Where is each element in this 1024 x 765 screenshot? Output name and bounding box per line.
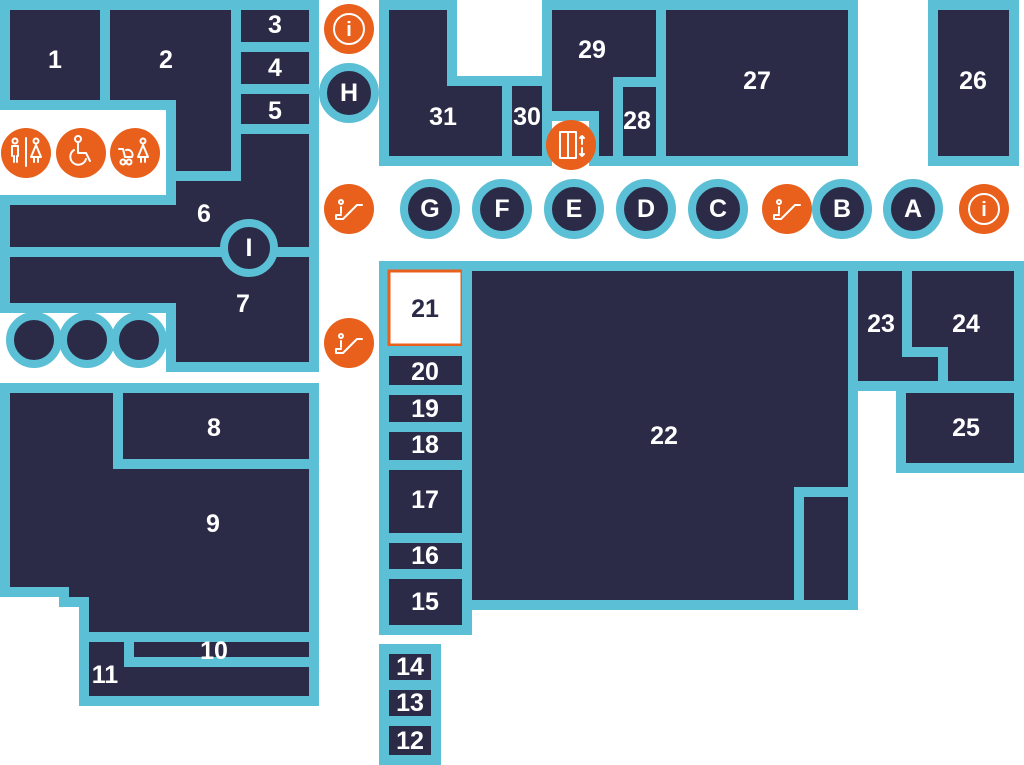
escalator-icon[interactable] xyxy=(324,184,374,234)
svg-text:28: 28 xyxy=(623,107,651,135)
svg-text:7: 7 xyxy=(236,290,250,318)
room-16[interactable]: 16 xyxy=(379,533,472,579)
room-17[interactable]: 17 xyxy=(379,460,472,543)
gate-F[interactable]: F xyxy=(472,179,532,239)
unnamed-round-units xyxy=(6,312,167,368)
room-7[interactable]: 7 xyxy=(0,247,319,372)
svg-text:F: F xyxy=(494,195,509,223)
escalator-icon[interactable] xyxy=(324,318,374,368)
svg-text:H: H xyxy=(340,79,358,107)
info-icon[interactable]: i xyxy=(324,4,374,54)
room-1[interactable]: 1 xyxy=(0,0,110,110)
info-icon[interactable]: i xyxy=(959,184,1009,234)
svg-text:16: 16 xyxy=(411,542,439,570)
gate-B[interactable]: B xyxy=(812,179,872,239)
svg-text:5: 5 xyxy=(268,97,282,125)
room-6[interactable]: 6 xyxy=(0,124,319,257)
svg-text:22: 22 xyxy=(650,422,678,450)
svg-text:17: 17 xyxy=(411,486,439,514)
room-21-selected[interactable]: 21 xyxy=(379,261,472,356)
svg-text:27: 27 xyxy=(743,67,771,95)
room-10[interactable]: 10 xyxy=(124,632,319,667)
elevator-icon[interactable] xyxy=(546,120,596,170)
svg-text:23: 23 xyxy=(867,310,895,338)
room-22-annex[interactable] xyxy=(794,487,858,610)
svg-text:10: 10 xyxy=(200,637,228,665)
gate-H[interactable]: H xyxy=(319,63,379,123)
svg-text:1: 1 xyxy=(48,46,62,74)
toilets-icon[interactable] xyxy=(1,128,51,178)
svg-text:6: 6 xyxy=(197,200,211,228)
svg-text:4: 4 xyxy=(268,54,282,82)
svg-text:12: 12 xyxy=(396,727,424,755)
room-5[interactable]: 5 xyxy=(231,84,319,134)
svg-text:2: 2 xyxy=(159,46,173,74)
svg-text:13: 13 xyxy=(396,689,424,717)
room-8[interactable]: 8 xyxy=(113,383,319,469)
gate-D[interactable]: D xyxy=(616,179,676,239)
svg-text:14: 14 xyxy=(396,653,424,681)
svg-text:8: 8 xyxy=(207,414,221,442)
svg-text:21: 21 xyxy=(411,295,439,323)
svg-text:I: I xyxy=(246,234,253,262)
baby-change-icon[interactable] xyxy=(110,128,160,178)
svg-text:31: 31 xyxy=(429,103,457,131)
svg-text:A: A xyxy=(904,195,922,223)
room-15[interactable]: 15 xyxy=(379,569,472,635)
gate-A[interactable]: A xyxy=(883,179,943,239)
room-28[interactable]: 28 xyxy=(613,77,666,166)
svg-text:19: 19 xyxy=(411,395,439,423)
gate-G[interactable]: G xyxy=(400,179,460,239)
svg-text:30: 30 xyxy=(513,103,541,131)
svg-text:29: 29 xyxy=(578,36,606,64)
svg-text:20: 20 xyxy=(411,358,439,386)
svg-text:11: 11 xyxy=(92,661,119,689)
room-30[interactable]: 30 xyxy=(502,76,552,166)
svg-text:18: 18 xyxy=(411,431,439,459)
room-25[interactable]: 25 xyxy=(896,383,1024,473)
escalator-icon[interactable] xyxy=(762,184,812,234)
room-31[interactable]: 31 xyxy=(379,0,512,166)
svg-text:i: i xyxy=(981,199,987,221)
svg-text:i: i xyxy=(346,19,352,41)
svg-text:G: G xyxy=(420,195,439,223)
svg-text:B: B xyxy=(833,195,851,223)
room-13[interactable]: 13 xyxy=(379,680,441,726)
room-3[interactable]: 3 xyxy=(231,0,319,52)
room-19[interactable]: 19 xyxy=(379,385,472,432)
room-27[interactable]: 27 xyxy=(656,0,858,166)
svg-text:C: C xyxy=(709,195,727,223)
svg-text:25: 25 xyxy=(952,414,980,442)
room-12[interactable]: 12 xyxy=(379,716,441,765)
gate-I[interactable]: I xyxy=(220,219,278,277)
room-26[interactable]: 26 xyxy=(928,0,1019,166)
accessible-toilet-icon[interactable] xyxy=(56,128,106,178)
svg-text:3: 3 xyxy=(268,11,282,39)
room-14[interactable]: 14 xyxy=(379,644,441,690)
svg-text:24: 24 xyxy=(952,310,980,338)
svg-text:9: 9 xyxy=(206,510,220,538)
gate-E[interactable]: E xyxy=(544,179,604,239)
svg-text:15: 15 xyxy=(411,588,439,616)
svg-text:E: E xyxy=(566,195,583,223)
room-20[interactable]: 20 xyxy=(379,346,472,395)
room-4[interactable]: 4 xyxy=(231,42,319,94)
gate-C[interactable]: C xyxy=(688,179,748,239)
svg-text:26: 26 xyxy=(959,67,987,95)
room-18[interactable]: 18 xyxy=(379,422,472,470)
svg-text:D: D xyxy=(637,195,655,223)
